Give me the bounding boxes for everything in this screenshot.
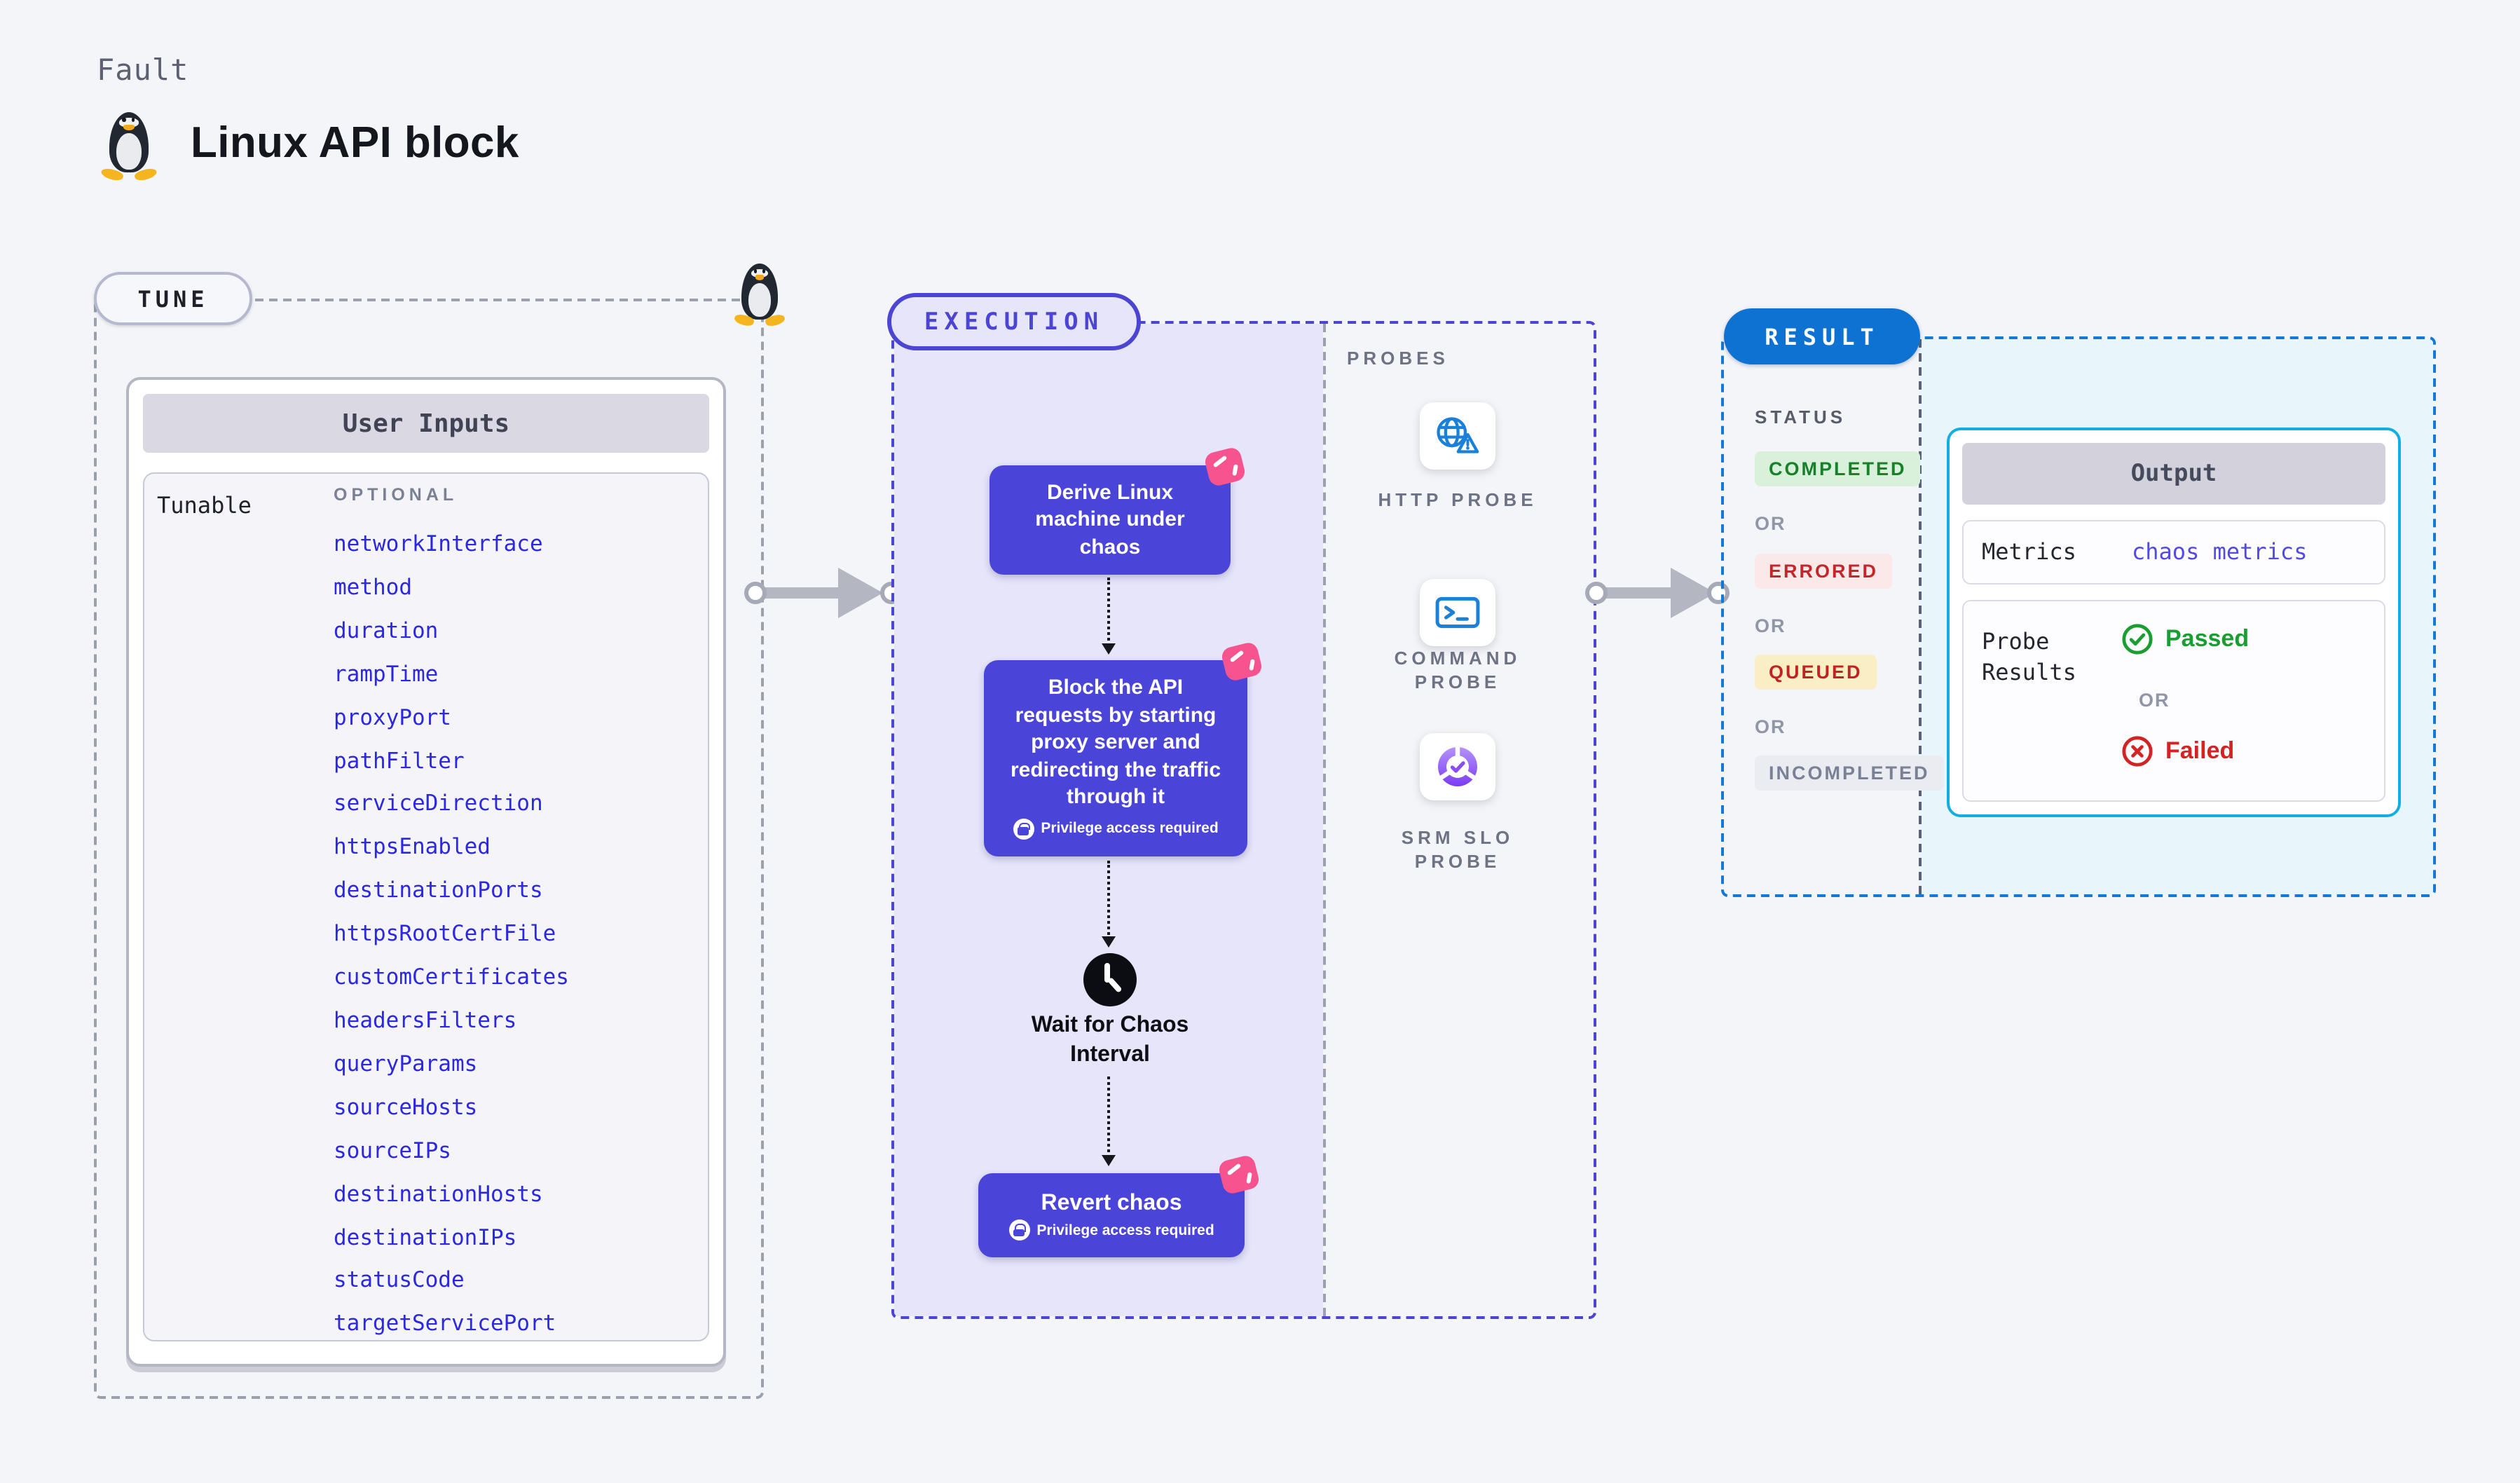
status-badge-queued: QUEUED xyxy=(1755,655,1877,690)
tunable-row-label: Tunable xyxy=(157,492,252,519)
optional-column-label: OPTIONAL xyxy=(334,485,458,505)
status-label: STATUS xyxy=(1755,406,1847,428)
derive-step-text: Derive Linux machine under chaos xyxy=(1035,480,1185,559)
status-badge-completed: COMPLETED xyxy=(1755,451,1921,486)
srm-slo-probe-label: SRM SLO PROBE xyxy=(1401,827,1514,872)
x-circle-icon xyxy=(2122,736,2153,767)
metrics-value: chaos metrics xyxy=(2132,538,2308,565)
param-item: statusCode xyxy=(334,1267,465,1293)
probes-divider xyxy=(1323,324,1326,1316)
wait-label: Wait for Chaos Interval xyxy=(1031,1013,1189,1067)
metrics-row xyxy=(1962,520,2385,585)
flow-connector xyxy=(1101,578,1116,655)
command-probe-label: COMMAND PROBE xyxy=(1394,648,1521,692)
param-item: targetServicePort xyxy=(334,1311,556,1337)
terminal-icon xyxy=(1435,596,1480,628)
privilege-row: Privilege access required xyxy=(1013,818,1219,840)
passed-label: Passed xyxy=(2165,625,2249,652)
srm-slo-probe-card xyxy=(1420,733,1495,800)
params-list: networkInterface method duration rampTime pr… xyxy=(334,531,684,1337)
param-item: duration xyxy=(334,617,439,643)
param-item: destinationHosts xyxy=(334,1181,543,1207)
arrowhead-icon xyxy=(838,568,883,618)
param-item: queryParams xyxy=(334,1051,478,1077)
lock-icon xyxy=(1008,1219,1030,1241)
param-item: networkInterface xyxy=(334,531,543,556)
or-separator: OR xyxy=(1755,615,1786,636)
globe-warning-icon xyxy=(1437,416,1479,453)
flow-connector xyxy=(1101,861,1116,948)
revert-step-text: Revert chaos xyxy=(1041,1191,1182,1215)
passed-result: Passed xyxy=(2121,622,2249,656)
linux-tux-icon xyxy=(100,112,158,183)
fault-kicker: Fault xyxy=(97,53,189,87)
failed-label: Failed xyxy=(2165,737,2235,764)
privilege-note: Privilege access required xyxy=(1036,1222,1214,1239)
http-probe-label: HTTP PROBE xyxy=(1378,489,1538,510)
lock-icon xyxy=(1013,818,1034,840)
probe-results-row xyxy=(1962,600,2385,802)
block-api-step-text: Block the API requests by starting proxy… xyxy=(1010,676,1221,809)
status-badge-errored: ERRORED xyxy=(1755,554,1893,589)
output-header: Output xyxy=(1962,443,2385,505)
probes-label: PROBES xyxy=(1347,348,1449,369)
connector-dot-icon xyxy=(1707,582,1730,604)
user-inputs-header: User Inputs xyxy=(143,394,709,453)
wait-clock-icon xyxy=(1083,953,1137,1006)
privilege-note: Privilege access required xyxy=(1041,820,1219,838)
param-item: customCertificates xyxy=(334,964,569,990)
derive-step: Derive Linux machine under chaos xyxy=(989,446,1247,575)
param-item: method xyxy=(334,574,412,600)
linux-tux-icon-small xyxy=(733,264,786,328)
param-item: httpsEnabled xyxy=(334,834,491,860)
result-pill: RESULT xyxy=(1724,308,1920,364)
privilege-row: Privilege access required xyxy=(1008,1219,1214,1241)
status-badge-incompleted: INCOMPLETED xyxy=(1755,756,1944,791)
param-item: serviceDirection xyxy=(334,791,543,816)
tunable-panel xyxy=(143,472,709,1341)
param-item: rampTime xyxy=(334,661,439,687)
param-item: proxyPort xyxy=(334,704,451,730)
connector-dot-icon xyxy=(1585,582,1608,604)
block-api-step: Block the API requests by starting proxy… xyxy=(984,641,1264,856)
tune-pill: TUNE xyxy=(94,272,252,325)
or-separator: OR xyxy=(1755,716,1786,737)
or-separator: OR xyxy=(2139,690,2170,711)
param-item: pathFilter xyxy=(334,748,465,774)
command-probe-card xyxy=(1420,579,1495,646)
param-item: headersFilters xyxy=(334,1007,517,1033)
failed-result: Failed xyxy=(2121,734,2234,768)
param-item: sourceHosts xyxy=(334,1094,478,1120)
flow-connector xyxy=(1101,1077,1116,1166)
param-item: destinationIPs xyxy=(334,1224,517,1250)
tune-region xyxy=(94,299,764,1399)
http-probe-card xyxy=(1420,402,1495,470)
param-item: httpsRootCertFile xyxy=(334,921,556,947)
connector-dot-icon xyxy=(744,582,767,604)
probe-results-label: Probe Results xyxy=(1982,628,2076,685)
revert-step: Revert chaos Privilege access required xyxy=(978,1154,1261,1257)
or-separator: OR xyxy=(1755,513,1786,534)
metrics-label: Metrics xyxy=(1982,538,2076,565)
page-title: Linux API block xyxy=(191,118,519,167)
param-item: destinationPorts xyxy=(334,877,543,903)
execution-pill: EXECUTION xyxy=(887,293,1141,350)
slo-pie-check-icon xyxy=(1437,744,1478,786)
param-item: sourceIPs xyxy=(334,1137,451,1163)
check-circle-icon xyxy=(2122,624,2153,655)
